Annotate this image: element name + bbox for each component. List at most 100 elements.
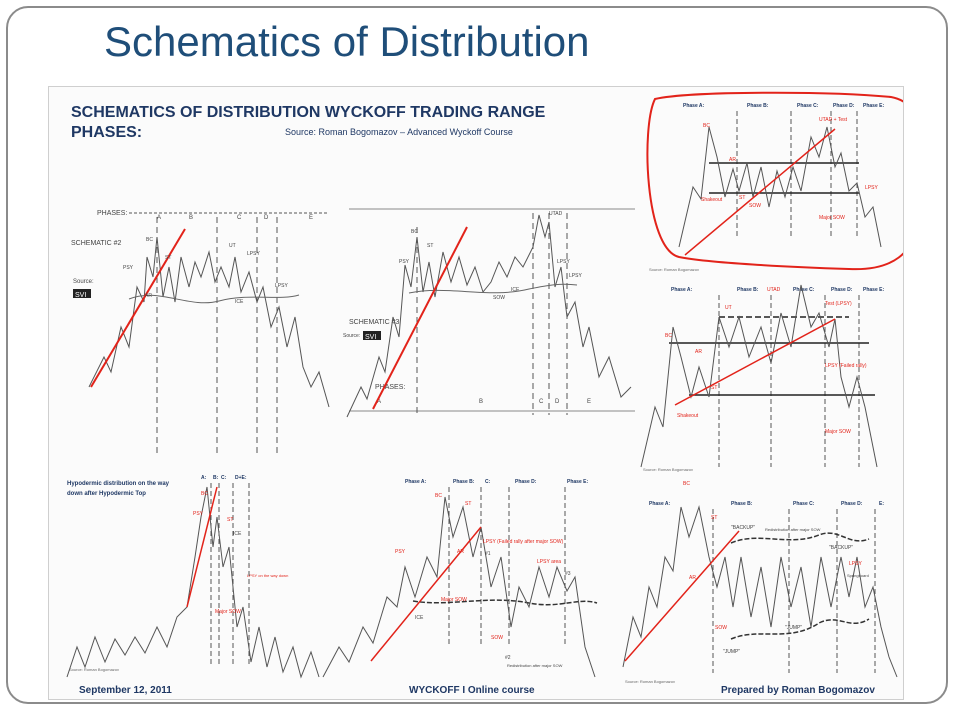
hypo-label-lpsy: LPSY on the way down [247,573,288,578]
poster-source: Source: Roman Bogomazov – Advanced Wycko… [285,127,513,137]
mr-label-st: ST [711,385,717,391]
s2-phase-d: D [264,215,269,221]
tr-label-st: ST [739,195,745,201]
wyckoff-poster: SCHEMATICS OF DISTRIBUTION WYCKOFF TRADI… [48,86,904,700]
mr-label-test: Test (LPSY) [825,301,852,307]
bc-label-lpsy-failed: LPSY (Failed rally after major SOW) [483,539,564,545]
s3-phases-label: PHASES: [375,384,405,391]
hypo-phase-b: B: [213,475,219,481]
mr-label-utad: UTAD [767,287,781,293]
bc-label-3: #3 [565,571,571,577]
footer-date: September 12, 2011 [79,685,172,696]
br-label-redistribution: Redistribution after major SOW [765,527,821,532]
s2-phase-e: E [309,215,313,221]
mr-phase-a: Phase A: [671,287,693,293]
schematic-2-panel: PHASES: A B C D E SCHEMATIC #2 Source: S… [71,210,330,457]
s3-label-sow: SOW [493,295,505,301]
footer-author: Prepared by Roman Bogomazov [721,685,875,696]
bc-label-lpsy-area: LPSY area [537,559,561,565]
schematics-drawing: PHASES: A B C D E SCHEMATIC #2 Source: S… [66,91,903,684]
s3-phase-d: D [555,399,560,405]
s2-source: Source: [73,279,94,285]
page-title: Schematics of Distribution [104,18,590,65]
bc-label-bc: BC [435,493,442,499]
bc-phase-a: Phase A: [405,479,427,485]
hypo-label-psy: PSY [193,511,204,517]
s2-phases-label: PHASES: [97,210,127,217]
poster-heading-line1: SCHEMATICS OF DISTRIBUTION WYCKOFF TRADI… [71,104,546,121]
s3-source: Source: [343,333,360,339]
s3-phase-e: E [587,399,591,405]
mr-phase-b: Phase B: [737,287,759,293]
br-label-ar: AR [689,575,696,581]
s2-label-bc: BC [146,237,153,243]
poster-heading: SCHEMATICS OF DISTRIBUTION WYCKOFF TRADI… [71,103,545,143]
s3-label-psy: PSY [399,259,410,265]
br-note: Source: Roman Bogomazov [625,679,675,684]
tr-phase-b: Phase B: [747,103,769,109]
br-phase-a: Phase A: [649,501,671,507]
bc-label-redistribution: Redistribution after major SOW [507,663,563,668]
br-label-backup1: "BACKUP" [731,525,755,531]
s3-label-utad: UTAD [549,211,563,217]
mr-phase-c: Phase C: [793,287,815,293]
bottom-center-panel: Phase A: Phase B: C: Phase D: Phase E: B… [322,479,598,678]
s2-label-ut: UT [229,243,236,249]
br-phase-d: Phase D: [841,501,863,507]
top-right-panel: Phase A: Phase B: Phase C: Phase D: Phas… [646,91,903,272]
hypo-heading-2: down after Hypodermic Top [67,491,146,497]
bc-label-ice: ICE [415,615,424,621]
tr-label-ar: AR [729,157,736,163]
s2-label-ice: ICE [235,299,244,305]
br-label-springboard: Springboard [847,573,869,578]
s2-logo: SVI [75,292,86,299]
s3-title: SCHEMATIC #3 [349,319,400,326]
s3-label-lpsy: LPSY [557,259,570,265]
s3-label-ice: ICE [511,287,520,293]
mr-phase-e: Phase E: [863,287,884,293]
poster-heading-line2: PHASES: [71,124,143,141]
hypo-label-ice: ICE [233,531,242,537]
s2-label-ar: AR [145,293,152,299]
bc-phase-e: Phase E: [567,479,588,485]
bc-phase-d: Phase D: [515,479,537,485]
br-phase-c: Phase C: [793,501,815,507]
bc-label-major-sow: Major SOW [441,597,467,603]
mr-label-lpsy: LPSY (Failed rally) [825,363,867,369]
mr-note: Source: Roman Bogomazov [643,467,693,472]
s3-phase-c: C [539,399,544,405]
s3-phase-a: A [377,399,381,405]
s2-label-lpsy2: LPSY [275,283,288,289]
br-label-sow: SOW [715,625,727,631]
tr-phase-a: Phase A: [683,103,705,109]
hypo-phase-a: A: [201,475,207,481]
hypodermic-panel: Hypodermic distribution on the way down … [66,475,320,679]
bc-label-1: #1 [485,551,491,557]
bc-phase-b: Phase B: [453,479,475,485]
footer-course: WYCKOFF I Online course [409,685,535,696]
hypo-phase-c: C: [221,475,227,481]
tr-phase-e: Phase E: [863,103,884,109]
br-label-bc: BC [683,481,690,487]
hypo-label-major-sow: Major SOW [215,609,241,615]
tr-phase-d: Phase D: [833,103,855,109]
mr-label-ut: UT [725,305,732,311]
s3-label-bc: BC [411,229,418,235]
tr-label-utad: UTAD + Test [819,117,848,123]
tr-label-lpsy: LPSY [865,185,878,191]
bc-label-psy: PSY [395,549,406,555]
mr-phase-d: Phase D: [831,287,853,293]
hypo-note: Source: Roman Bogomazov [69,667,119,672]
tr-note: Source: Roman Bogomazov [649,267,699,272]
bottom-right-panel: Phase A: Phase B: Phase C: Phase D: E: B… [622,481,898,684]
bc-label-ar: AR [457,549,464,555]
mr-label-ar: AR [695,349,702,355]
br-label-jump2: "JUMP" [785,625,802,631]
mid-right-panel: Phase A: Phase B: Phase C: Phase D: Phas… [640,284,884,472]
tr-label-shakeout: Shakeout [701,197,723,203]
s2-label-st: ST [165,255,171,261]
s3-label-st: ST [427,243,433,249]
s2-phase-a: A [157,215,161,221]
s2-label-psy: PSY [123,265,134,271]
br-label-st: ST [711,515,717,521]
